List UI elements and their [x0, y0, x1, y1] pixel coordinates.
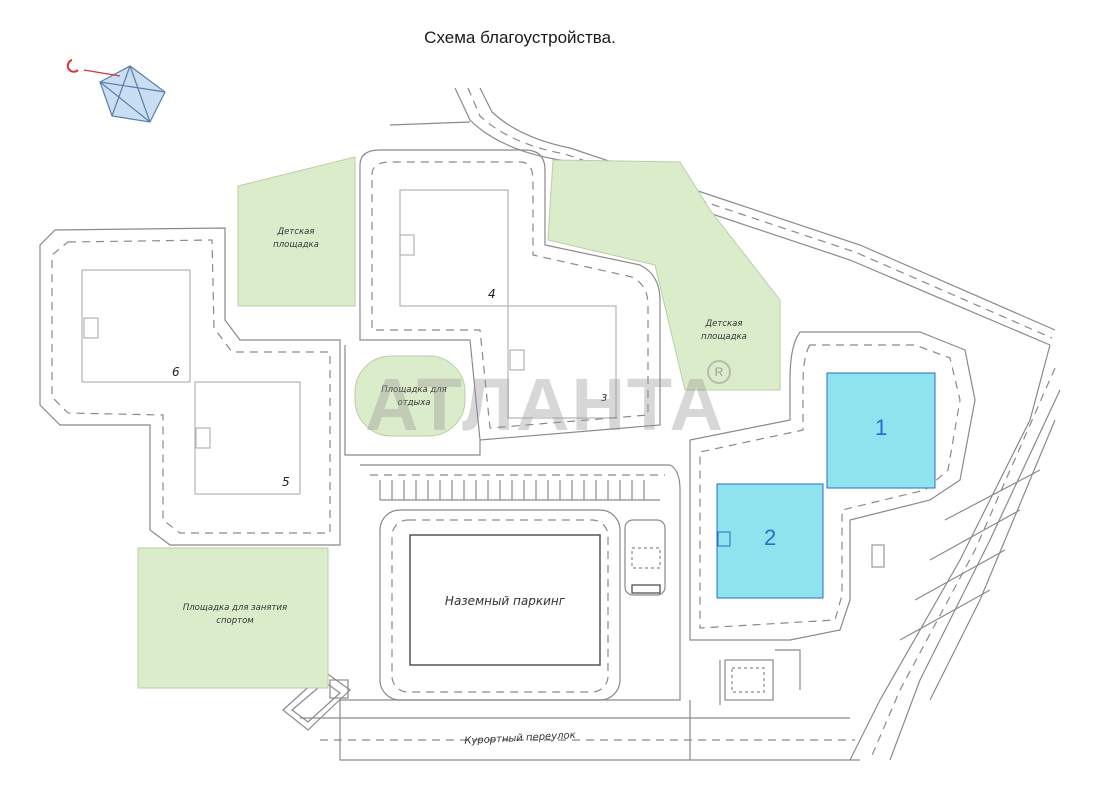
building-5-number: 5 [282, 475, 290, 489]
road-plaza [340, 345, 681, 701]
building-2[interactable] [716, 483, 824, 599]
road-south [300, 649, 860, 761]
registered-icon: R [707, 360, 731, 384]
parking-label: Наземный паркинг [444, 594, 566, 608]
building-6-number: 6 [172, 365, 180, 379]
page-title: Схема благоустройства. [424, 28, 616, 47]
playground-left-zone [237, 156, 356, 307]
sports-ground-label: Площадка для занятия спортом [182, 603, 288, 626]
playground-right-zone [547, 159, 781, 391]
compass-icon [66, 59, 166, 123]
parking-building [409, 534, 601, 666]
building-1[interactable] [826, 372, 936, 489]
building-3-number: 3 [601, 393, 608, 404]
building-2-number: 2 [764, 525, 777, 550]
building-1-number: 1 [875, 415, 888, 440]
watermark-text: АТЛАНТА [365, 363, 725, 446]
playground-left-label: Детская площадка [273, 227, 319, 250]
building-4-number: 4 [488, 287, 496, 301]
playground-center-label: Площадка для отдыха [381, 385, 447, 408]
road-central [359, 149, 661, 441]
playground-center-zone [354, 355, 466, 437]
sports-ground-zone [137, 547, 329, 689]
road-inner-right [689, 331, 976, 641]
road-east [849, 344, 1061, 761]
playground-right-label: Детская площадка [701, 319, 747, 342]
road-west [39, 227, 341, 546]
